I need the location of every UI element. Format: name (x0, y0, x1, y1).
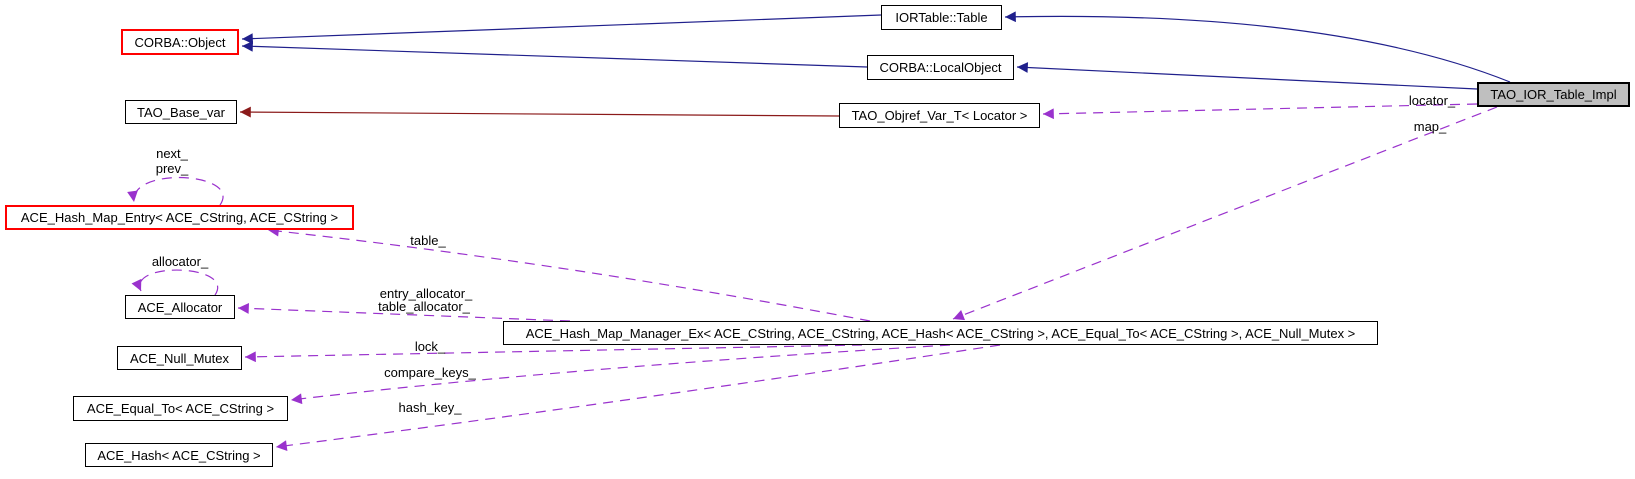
edge-label-next: next_ (156, 146, 189, 161)
edge-inherit-objrefvar-to-basevar (239, 106, 840, 118)
node-ace-hash-map-entry[interactable]: ACE_Hash_Map_Entry< ACE_CString, ACE_CSt… (5, 205, 354, 230)
node-tao-objref-var-t[interactable]: TAO_Objref_Var_T< Locator > (839, 103, 1040, 128)
node-ace-equal-to[interactable]: ACE_Equal_To< ACE_CString > (73, 396, 288, 421)
node-ace-hash[interactable]: ACE_Hash< ACE_CString > (85, 443, 273, 467)
edge-label-prev: prev_ (156, 161, 189, 176)
edge-inherit-impl-to-iortable (1004, 11, 1511, 83)
edge-usage-next-prev-selfloop (127, 177, 224, 206)
node-ace-null-mutex[interactable]: ACE_Null_Mutex (117, 346, 242, 370)
edge-label-allocator: allocator_ (152, 254, 209, 269)
edge-usage-lock (244, 344, 863, 363)
edge-label-table-allocator: table_allocator_ (378, 299, 471, 314)
node-corba-object[interactable]: CORBA::Object (121, 29, 239, 55)
edge-label-table: table_ (410, 233, 446, 248)
edge-label-locator: locator_ (1409, 93, 1456, 108)
edge-label-hash-key: hash_key_ (399, 400, 463, 415)
node-iortable-table[interactable]: IORTable::Table (881, 5, 1002, 30)
edge-inherit-iortable-to-corbaobject (241, 14, 882, 44)
edge-usage-entry-allocator (237, 303, 571, 322)
edge-usage-locator (1042, 103, 1478, 120)
node-tao-base-var[interactable]: TAO_Base_var (125, 100, 237, 124)
edge-label-lock: lock_ (415, 339, 446, 354)
edge-label-map: map_ (1414, 119, 1447, 134)
edge-usage-compare-keys (290, 344, 951, 405)
edge-usage-hash-key (275, 344, 1001, 451)
node-tao-ior-table-impl[interactable]: TAO_IOR_Table_Impl (1477, 82, 1630, 107)
edge-label-entry-allocator: entry_allocator_ (380, 286, 473, 301)
node-corba-localobject[interactable]: CORBA::LocalObject (867, 55, 1014, 80)
node-ace-hash-map-manager-ex[interactable]: ACE_Hash_Map_Manager_Ex< ACE_CString, AC… (503, 321, 1378, 345)
edge-usage-table (267, 225, 871, 322)
edge-inherit-localobject-to-corbaobject (241, 40, 868, 68)
edge-usage-allocator-selfloop (131, 269, 219, 296)
edge-label-compare-keys: compare_keys_ (384, 365, 477, 380)
node-ace-allocator[interactable]: ACE_Allocator (125, 295, 235, 319)
edge-usage-map (952, 106, 1498, 321)
edge-inherit-impl-to-localobject (1016, 62, 1478, 90)
